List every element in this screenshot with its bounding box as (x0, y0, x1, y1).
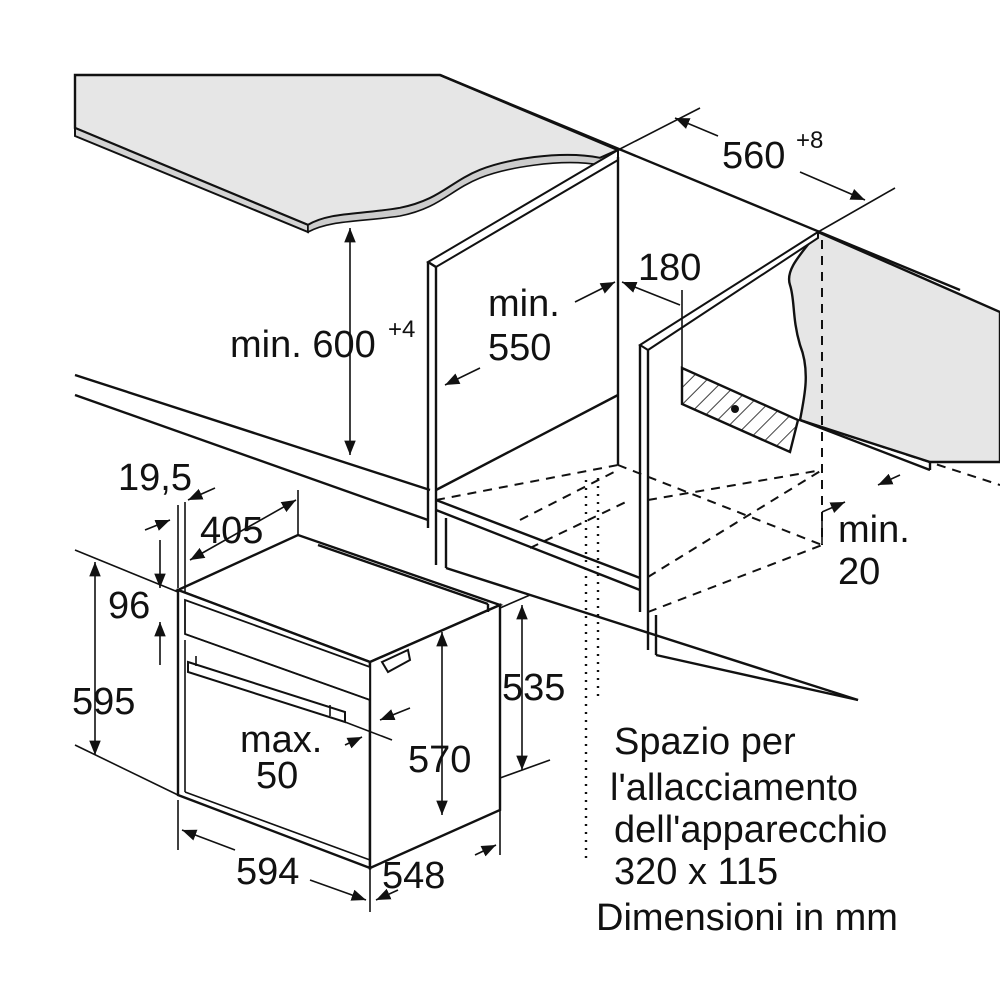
side-gap-label-2: 20 (838, 551, 880, 593)
worktop (73, 73, 961, 292)
oven-width-label: 594 (236, 851, 299, 893)
connection-note-1: Spazio per (614, 721, 796, 763)
units-note: Dimensioni in mm (596, 897, 898, 939)
niche-depth-label-1: min. (488, 283, 560, 325)
depth-side-label: 535 (502, 667, 565, 709)
side-gap-label-1: min. (838, 509, 910, 551)
connection-note-4: 320 x 115 (614, 851, 778, 893)
oven-depth-label: 548 (382, 855, 445, 897)
dim-oven-depth (375, 810, 501, 901)
dim-oven-height (74, 549, 179, 796)
door-offset-label: 405 (200, 510, 263, 552)
connection-box (680, 366, 800, 454)
dim-depth-side (499, 594, 551, 779)
niche-width-label: 560 (722, 135, 785, 177)
niche-cabinet (74, 148, 1000, 860)
front-lip-label: 19,5 (118, 457, 192, 499)
worktop-right (787, 230, 1000, 472)
connection-note-2: l'allacciamento (610, 767, 858, 809)
handle-label-1: max. (240, 719, 322, 761)
connection-note-3: dell'apparecchio (614, 809, 887, 851)
niche-height-tolerance: +4 (388, 316, 415, 343)
dim-handle (344, 707, 411, 749)
oven-height-label: 595 (72, 681, 135, 723)
dim-back-gap (621, 281, 683, 370)
dim-front-lip (144, 487, 216, 592)
oven (174, 533, 504, 870)
handle-label-2: 50 (256, 755, 298, 797)
dim-niche-width (617, 107, 896, 233)
niche-height-label: min. 600 (230, 324, 376, 366)
panel-height-label: 96 (108, 585, 150, 627)
niche-depth-label-2: 550 (488, 327, 551, 369)
body-height-label: 570 (408, 739, 471, 781)
dim-door-offset (189, 490, 299, 561)
dim-oven-width (177, 800, 371, 912)
back-gap-label: 180 (638, 247, 701, 289)
dim-niche-depth (444, 281, 616, 386)
niche-width-tolerance: +8 (796, 127, 823, 154)
dim-side-gap (821, 473, 901, 545)
